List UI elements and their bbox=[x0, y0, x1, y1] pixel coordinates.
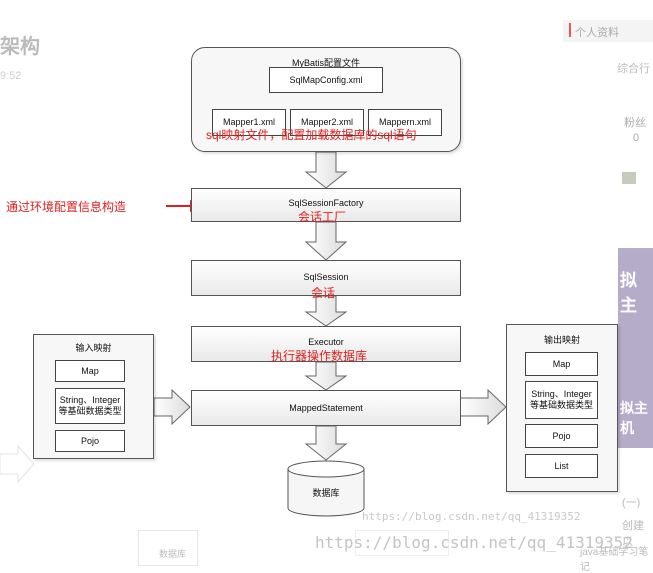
arrow-statement-to-db bbox=[304, 425, 348, 461]
mapper-note: sql映射文件，配置加载数据库的sql语句 bbox=[206, 128, 417, 142]
sqlsession-box: SqlSession bbox=[191, 260, 461, 296]
executor-box: Executor bbox=[191, 326, 461, 362]
arrow-statement-to-output bbox=[459, 388, 507, 426]
sqlmapconfig-box: SqlMapConfig.xml bbox=[269, 67, 383, 93]
mapper2-box: Mapper2.xml bbox=[290, 109, 364, 136]
arrow-input-to-statement bbox=[153, 388, 191, 426]
factory-note: 会话工厂 bbox=[298, 210, 347, 224]
database-cylinder bbox=[287, 460, 365, 517]
output-map-box: Map bbox=[525, 352, 598, 376]
arrow-executor-to-statement bbox=[304, 361, 348, 391]
mapper1-box: Mapper1.xml bbox=[212, 109, 286, 136]
input-group-title: 输入映射 bbox=[75, 343, 112, 353]
sqlsessionfactory-box: SqlSessionFactory bbox=[191, 188, 461, 222]
session-note: 会话 bbox=[311, 286, 336, 300]
input-basic-types-box: String、Integer等基础数据类型 bbox=[55, 388, 125, 424]
bg-badge-icon bbox=[622, 172, 636, 184]
bg-profile-label: 个人资料 bbox=[575, 27, 619, 39]
database-label: 数据库 bbox=[312, 488, 340, 498]
mappedstatement-box: MappedStatement bbox=[191, 390, 461, 426]
executor-note: 执行器操作数据库 bbox=[271, 349, 368, 363]
bg-fans-label: 粉丝 bbox=[624, 117, 646, 129]
bg-profile-fragment: 综合行 bbox=[617, 63, 650, 75]
watermark-large: https://blog.csdn.net/qq_41319352 bbox=[315, 533, 633, 552]
config-group-title: MyBatis配置文件 bbox=[291, 58, 360, 68]
input-map-box: Map bbox=[55, 360, 125, 382]
bg-ad-text-2: 拟主机 bbox=[620, 400, 648, 436]
bg-side-fragment-2: 创建以 bbox=[622, 520, 644, 548]
bg-ad-banner: 拟主 拟主机 bbox=[618, 248, 653, 448]
arrow-factory-to-session bbox=[304, 221, 348, 261]
mappern-box: Mappern.xml bbox=[368, 109, 442, 136]
bg-time-fragment: 9:52 bbox=[0, 70, 22, 82]
bg-side-fragment-1: (一) bbox=[622, 497, 641, 509]
input-pojo-box: Pojo bbox=[55, 430, 125, 452]
bg-faded-arrow bbox=[0, 444, 35, 484]
arrow-session-to-executor bbox=[304, 295, 348, 327]
bg-box-fragment bbox=[355, 530, 449, 556]
arrow-config-to-factory bbox=[304, 151, 348, 189]
output-group-title: 输出映射 bbox=[543, 335, 580, 345]
watermark-small: https://blog.csdn.net/qq_41319352 bbox=[362, 510, 581, 523]
bg-profile-header: 个人资料 bbox=[563, 20, 653, 42]
output-pojo-box: Pojo bbox=[525, 424, 598, 448]
output-basic-types-box: String、Integer等基础数据类型 bbox=[525, 381, 598, 419]
bg-ad-text-1: 拟主 bbox=[620, 271, 637, 315]
bg-profile-marker bbox=[569, 23, 571, 37]
env-note: 通过环境配置信息构造 bbox=[6, 200, 127, 214]
bg-title-fragment: 架构 bbox=[0, 36, 40, 58]
output-list-box: List bbox=[525, 454, 598, 478]
bg-db-label: 数据库 bbox=[159, 549, 187, 559]
bg-fans-value: 0 bbox=[633, 132, 640, 144]
